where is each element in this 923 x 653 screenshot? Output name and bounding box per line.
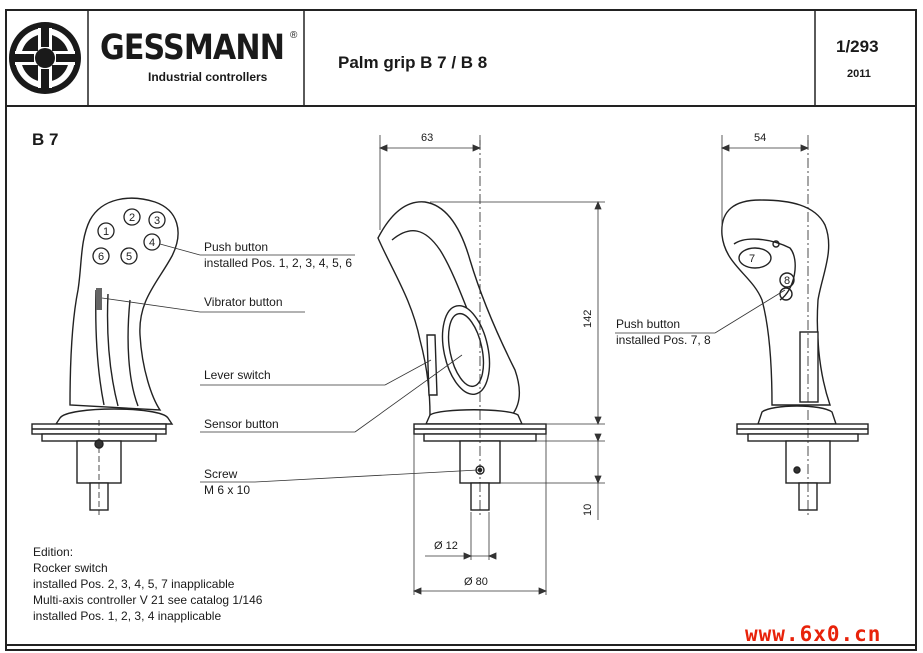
button-number-7: 7 — [749, 253, 755, 265]
button-number-6: 6 — [98, 251, 104, 263]
dimension-shaft-length: 10 — [582, 503, 594, 516]
callout-push-button-front-title: Push button — [204, 240, 269, 254]
callout-screw-title: Screw — [204, 467, 238, 481]
button-number-5: 5 — [126, 251, 132, 263]
button-number-1: 1 — [103, 226, 109, 238]
edition-line: Edition: — [33, 545, 74, 559]
dimension-flange-diameter: Ø 80 — [464, 576, 488, 588]
edition-note: Edition: Rocker switch installed Pos. 2,… — [33, 544, 262, 624]
edition-line: Rocker switch — [33, 561, 108, 575]
dimension-shaft-diameter: Ø 12 — [434, 540, 458, 552]
watermark: www.6x0.cn — [745, 622, 882, 646]
section-label: B 7 — [32, 130, 59, 149]
callout-sensor-button: Sensor button — [204, 417, 279, 431]
callout-screw-detail: M 6 x 10 — [204, 483, 251, 497]
dimension-width-back: 54 — [754, 132, 767, 144]
brand-name: GESSMANN — [100, 28, 285, 68]
sheet-year: 2011 — [847, 68, 871, 80]
dimension-height: 142 — [582, 309, 594, 328]
gessmann-logo — [9, 22, 81, 94]
brand-subtitle: Industrial controllers — [148, 70, 268, 84]
registered-mark: ® — [290, 30, 298, 41]
edition-line: installed Pos. 1, 2, 3, 4 inapplicable — [33, 609, 222, 623]
callout-screw: Screw M 6 x 10 — [204, 466, 250, 498]
side-view — [377, 140, 547, 515]
leader-lines — [101, 243, 786, 483]
button-number-2: 2 — [129, 212, 135, 224]
side-dimensions — [378, 135, 605, 595]
dimension-width-side: 63 — [421, 132, 434, 144]
sheet-number: 1/293 — [836, 37, 879, 56]
callout-lever-switch: Lever switch — [204, 368, 271, 382]
edition-line: installed Pos. 2, 3, 4, 5, 7 inapplicabl… — [33, 577, 235, 591]
back-dimensions — [720, 135, 810, 230]
callout-push-button-side-title: Push button — [616, 317, 681, 331]
button-number-4: 4 — [149, 237, 155, 249]
title-block — [5, 9, 917, 651]
callout-push-button-side-detail: installed Pos. 7, 8 — [616, 333, 711, 347]
callout-push-button-side: Push button installed Pos. 7, 8 — [616, 316, 711, 348]
button-numbers-front: 1 2 3 4 6 5 — [98, 212, 160, 263]
button-number-8: 8 — [784, 275, 790, 287]
button-circles-front — [92, 208, 166, 265]
callout-vibrator-button: Vibrator button — [204, 295, 283, 309]
front-view — [31, 197, 179, 515]
page-title: Palm grip B 7 / B 8 — [338, 53, 488, 72]
edition-line: Multi-axis controller V 21 see catalog 1… — [33, 593, 263, 607]
button-number-3: 3 — [154, 215, 160, 227]
callout-push-button-front-detail: installed Pos. 1, 2, 3, 4, 5, 6 — [204, 256, 353, 270]
callout-push-button-front: Push button installed Pos. 1, 2, 3, 4, 5… — [204, 239, 352, 271]
back-view — [721, 140, 869, 515]
button-numbers-back: 7 8 — [749, 253, 790, 287]
